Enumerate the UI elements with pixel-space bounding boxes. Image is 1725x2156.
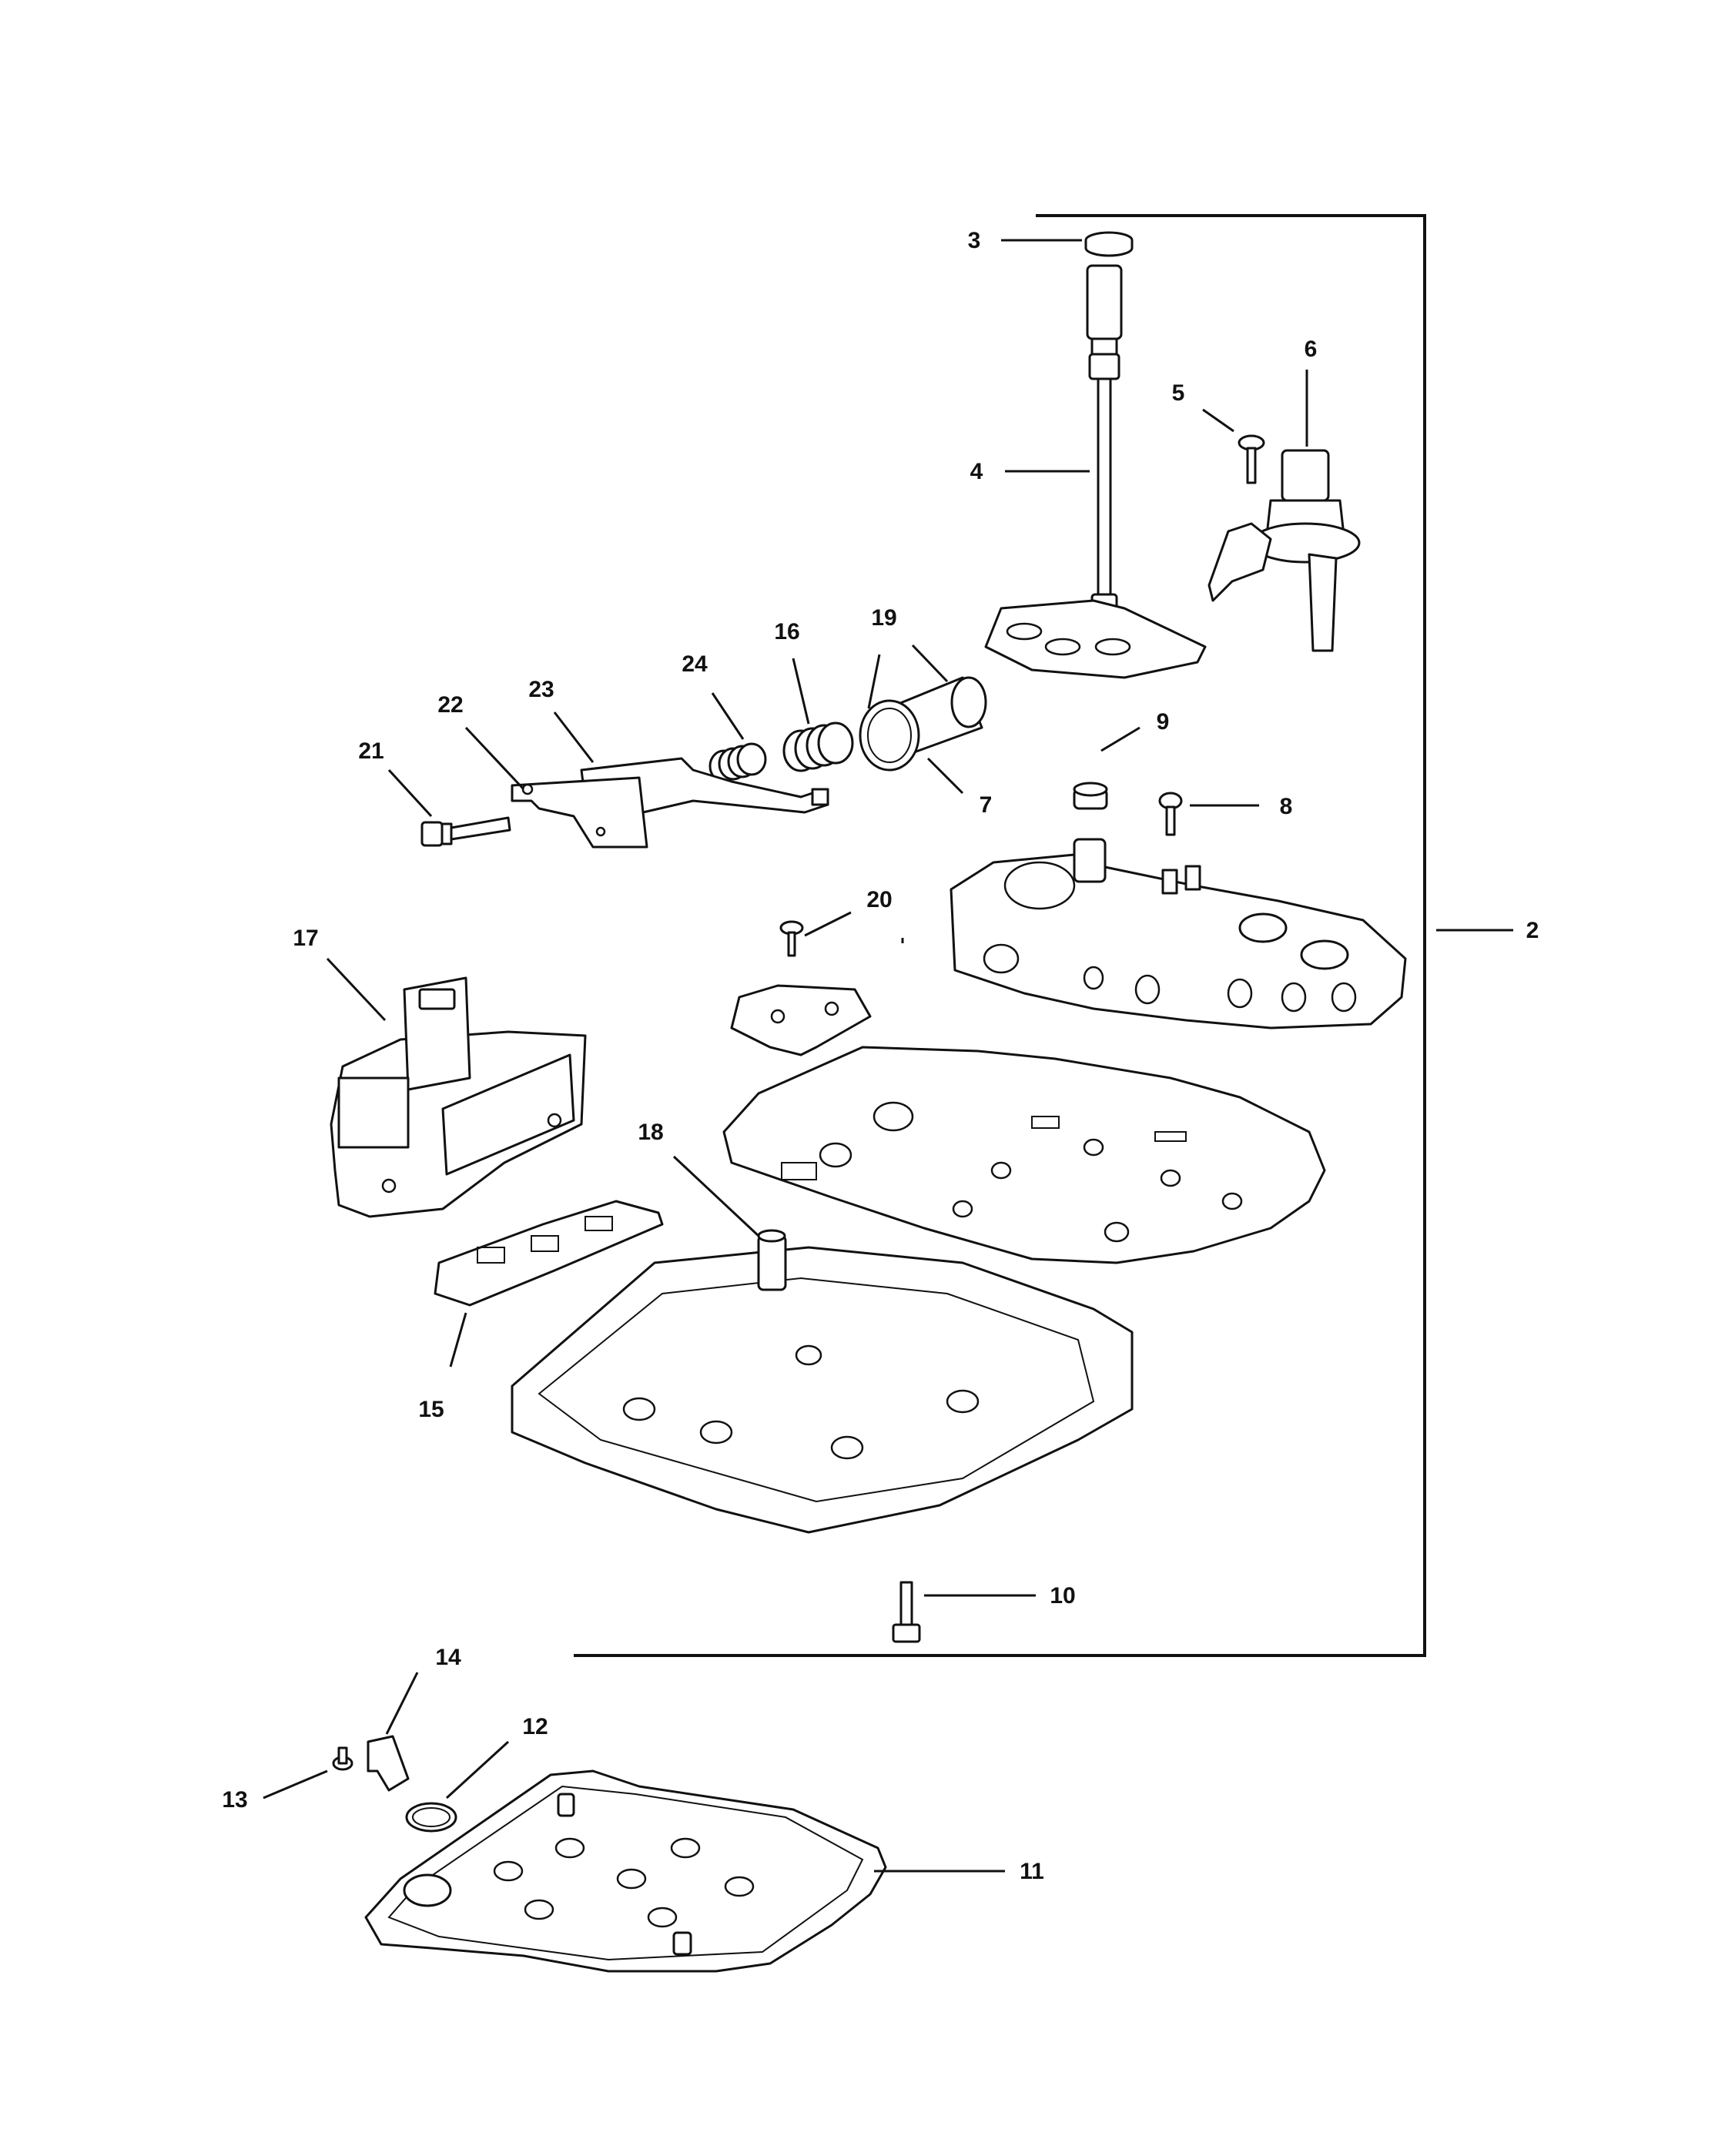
small-plate [730,984,872,1056]
upper-valve-body [950,838,1407,1029]
callout-12: 12 [522,1714,548,1739]
callout-21: 21 [358,738,384,764]
part-11-filter [364,1769,887,1973]
callout-8: 8 [1280,794,1293,819]
callout-19: 19 [871,605,896,631]
callout-9: 9 [1157,709,1170,735]
callout-24: 24 [682,651,708,677]
part-12-o-ring [405,1802,457,1833]
part-4-manual-valve [984,264,1207,679]
callout-13: 13 [222,1787,247,1813]
part-14-clip [367,1735,410,1792]
callout-10: 10 [1050,1583,1075,1609]
part-17-control-module [330,976,587,1218]
lower-valve-body [511,1229,1134,1534]
callout-22: 22 [437,692,463,718]
callout-23: 23 [528,677,554,702]
part-20-screw [779,920,804,957]
callout-15: 15 [418,1397,444,1422]
callout-5: 5 [1172,380,1185,406]
part-16-spring [782,721,854,772]
callout-6: 6 [1305,336,1318,362]
callout-2: 2 [1526,918,1539,943]
part-21-bolt [420,816,511,847]
callout-18: 18 [638,1120,663,1145]
part-15-gasket [434,1200,664,1307]
part-10-bolt [892,1581,921,1643]
callout-7: 7 [980,792,993,818]
callout-3: 3 [968,228,981,253]
part-24-spring [708,742,767,783]
part-22-23-detent-lever [511,757,829,849]
part-6-sensor [1208,449,1361,652]
separator-plate [722,1046,1326,1264]
callout-11: 11 [1020,1859,1044,1884]
part-13-bolt [332,1746,353,1771]
callout-17: 17 [293,926,318,951]
callout-20: 20 [866,887,892,912]
part-7-19-sleeve [859,676,987,772]
part-5-screw [1238,434,1265,484]
assembly-bracket [574,214,1426,1657]
callout-4: 4 [970,459,983,484]
callout-14: 14 [435,1645,461,1670]
part-9-plug [1073,782,1108,810]
callout-16: 16 [774,619,799,644]
part-3-seal [1084,231,1134,257]
part-8-bolt [1158,792,1183,836]
